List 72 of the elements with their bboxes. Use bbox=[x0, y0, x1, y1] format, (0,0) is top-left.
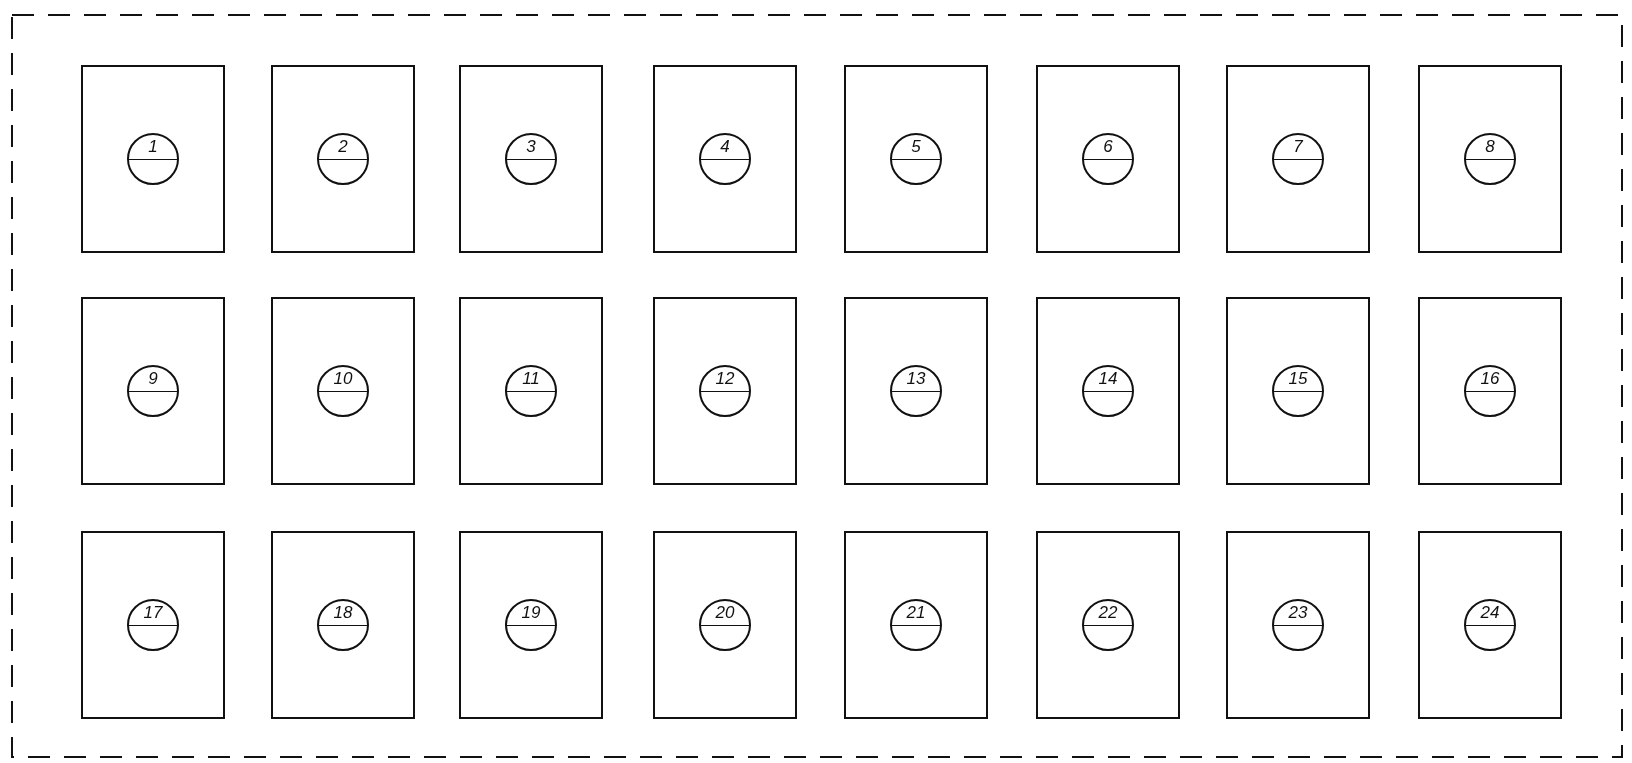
panel-box bbox=[1226, 531, 1370, 719]
panel-box bbox=[459, 297, 603, 485]
numbered-circle bbox=[505, 133, 557, 185]
panel-box bbox=[271, 65, 415, 253]
numbered-circle bbox=[1272, 599, 1324, 651]
callout-number: 9 bbox=[147, 369, 159, 389]
callout-number: 11 bbox=[521, 369, 541, 389]
panel-box bbox=[81, 65, 225, 253]
panel-box bbox=[81, 531, 225, 719]
callout-number: 22 bbox=[1097, 603, 1119, 623]
callout-number: 18 bbox=[332, 603, 354, 623]
callout-number: 13 bbox=[905, 369, 927, 389]
callout-number: 15 bbox=[1287, 369, 1309, 389]
panel-box bbox=[844, 65, 988, 253]
panel-box bbox=[459, 531, 603, 719]
panel-box bbox=[1418, 297, 1562, 485]
numbered-circle bbox=[1272, 133, 1324, 185]
callout-number: 2 bbox=[337, 137, 349, 157]
panel-box bbox=[844, 297, 988, 485]
numbered-circle bbox=[699, 133, 751, 185]
panel-box bbox=[459, 65, 603, 253]
numbered-circle bbox=[317, 599, 369, 651]
panel-box bbox=[1036, 297, 1180, 485]
callout-number: 14 bbox=[1097, 369, 1119, 389]
callout-number: 3 bbox=[525, 137, 537, 157]
callout-number: 24 bbox=[1479, 603, 1501, 623]
numbered-circle bbox=[1082, 133, 1134, 185]
callout-number: 7 bbox=[1292, 137, 1304, 157]
panel-box bbox=[81, 297, 225, 485]
numbered-circle bbox=[890, 599, 942, 651]
callout-number: 6 bbox=[1102, 137, 1114, 157]
callout-number: 21 bbox=[905, 603, 927, 623]
callout-number: 16 bbox=[1479, 369, 1501, 389]
callout-number: 10 bbox=[332, 369, 354, 389]
numbered-circle bbox=[1464, 365, 1516, 417]
numbered-circle bbox=[890, 133, 942, 185]
numbered-circle bbox=[1082, 365, 1134, 417]
callout-number: 19 bbox=[520, 603, 542, 623]
panel-box bbox=[1226, 65, 1370, 253]
numbered-circle bbox=[890, 365, 942, 417]
panel-box bbox=[1418, 65, 1562, 253]
callout-number: 17 bbox=[142, 603, 164, 623]
panel-box bbox=[1226, 297, 1370, 485]
panel-box bbox=[653, 65, 797, 253]
panel-box bbox=[653, 297, 797, 485]
panel-box bbox=[653, 531, 797, 719]
numbered-circle bbox=[127, 133, 179, 185]
callout-number: 20 bbox=[714, 603, 736, 623]
panel-box bbox=[1036, 65, 1180, 253]
numbered-circle bbox=[505, 365, 557, 417]
numbered-circle bbox=[1082, 599, 1134, 651]
callout-number: 12 bbox=[714, 369, 736, 389]
numbered-circle bbox=[1464, 599, 1516, 651]
callout-number: 23 bbox=[1287, 603, 1309, 623]
numbered-circle bbox=[317, 133, 369, 185]
numbered-circle bbox=[127, 365, 179, 417]
numbered-circle bbox=[1272, 365, 1324, 417]
callout-number: 4 bbox=[719, 137, 731, 157]
numbered-circle bbox=[699, 599, 751, 651]
panel-box bbox=[271, 297, 415, 485]
callout-number: 1 bbox=[147, 137, 159, 157]
numbered-circle bbox=[127, 599, 179, 651]
numbered-circle bbox=[505, 599, 557, 651]
panel-box bbox=[1418, 531, 1562, 719]
panel-box bbox=[271, 531, 415, 719]
callout-number: 5 bbox=[910, 137, 922, 157]
panel-box bbox=[844, 531, 988, 719]
callout-number: 8 bbox=[1484, 137, 1496, 157]
panel-box bbox=[1036, 531, 1180, 719]
numbered-circle bbox=[699, 365, 751, 417]
numbered-circle bbox=[1464, 133, 1516, 185]
numbered-circle bbox=[317, 365, 369, 417]
